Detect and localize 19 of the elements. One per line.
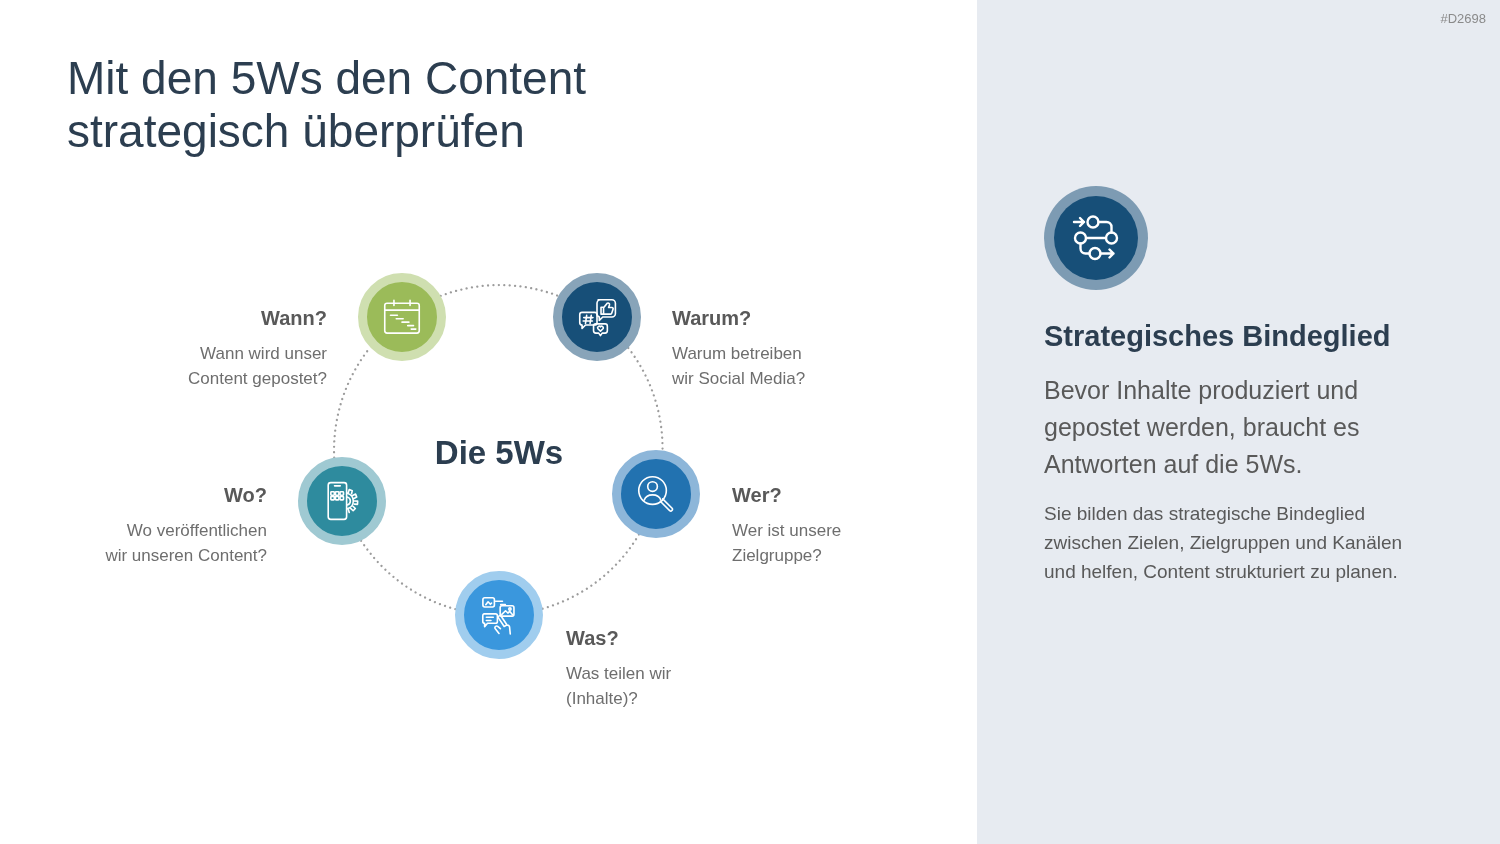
center-title: Die 5Ws [434,433,564,473]
question-text: Wo veröffentlichen wir unseren Content? [104,519,267,567]
dotted-arc [541,533,641,610]
question-heading: Was? [566,626,620,650]
slide-title: Mit den 5Ws den Content strategisch überprüfen [67,52,588,158]
question-text: Warum betreiben wir Social Media? [672,342,807,390]
panel-lead-text: Bevor Inhalte produziert und gepostet werden, braucht es Antworten auf die 5Ws. [1044,375,1361,480]
question-text: Wer ist unsere Zielgruppe? [732,519,843,567]
panel-body-text: Sie bilden das strategische Bindeglied zwischen Zielen, Zielgruppen und Kanälen und helfen, Content strukturiert zu planen. [1044,502,1404,584]
dotted-arc [627,346,664,452]
slide-code: #D2698 [1440,11,1486,27]
question-heading: Wann? [260,306,327,330]
question-heading: Warum? [672,306,753,330]
question-text: Wann wird unser Content gepostet? [187,342,327,390]
question-heading: Wo? [223,483,267,507]
panel-heading: Strategisches Bindeglied [1044,319,1392,354]
question-heading: Wer? [732,483,783,507]
side-panel [977,0,1500,844]
question-text: Was teilen wir (Inhalte)? [566,662,673,710]
